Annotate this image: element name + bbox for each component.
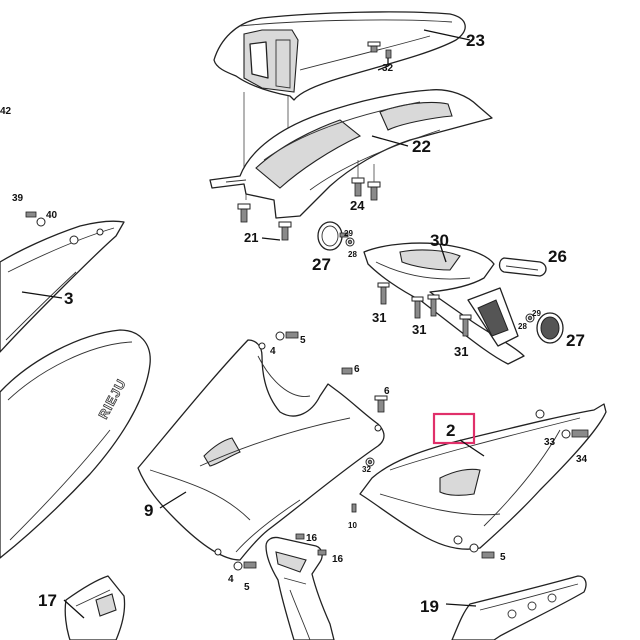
callout-32-top: 32 bbox=[382, 63, 394, 74]
callout-29-left: 29 bbox=[344, 229, 353, 238]
callout-5-lower: 5 bbox=[244, 582, 250, 593]
callout-31-c: 31 bbox=[454, 344, 468, 359]
bolt-10 bbox=[351, 503, 357, 513]
part-30-plate-holder bbox=[363, 242, 525, 365]
callout-28-left: 28 bbox=[348, 250, 357, 259]
callout-10: 10 bbox=[348, 521, 357, 530]
part-9-side-panel bbox=[137, 339, 385, 561]
seat: RIEJU bbox=[0, 329, 151, 559]
callout-5-upper: 5 bbox=[300, 335, 306, 346]
part-23-rear-fender bbox=[213, 11, 466, 101]
bolt-33-34 bbox=[561, 429, 589, 439]
part-26-light bbox=[498, 257, 547, 277]
callout-4-lower: 4 bbox=[228, 574, 234, 585]
bolt-32-side bbox=[365, 457, 375, 467]
part-27-reflector-right bbox=[525, 312, 564, 344]
callout-2-highlight-box bbox=[432, 412, 476, 445]
callout-3: 3 bbox=[64, 289, 73, 308]
callout-16-b: 16 bbox=[332, 554, 344, 565]
callout-39: 39 bbox=[12, 193, 24, 204]
part-19-guard bbox=[451, 575, 587, 640]
callout-31-b: 31 bbox=[412, 322, 426, 337]
callout-32-side: 32 bbox=[362, 465, 371, 474]
callout-26: 26 bbox=[548, 247, 567, 266]
callout-21: 21 bbox=[244, 230, 258, 245]
bolts-6 bbox=[341, 367, 388, 413]
part-16-bracket bbox=[265, 533, 335, 640]
callout-30: 30 bbox=[430, 231, 449, 250]
bolt-4-5-right bbox=[469, 543, 495, 559]
callout-22: 22 bbox=[412, 137, 431, 156]
screws-31 bbox=[377, 282, 472, 337]
bolt-4-5-upper bbox=[275, 331, 299, 341]
callout-9: 9 bbox=[144, 501, 153, 520]
part-17-panel bbox=[64, 575, 126, 640]
callout-16-a: 16 bbox=[306, 533, 318, 544]
callout-42: 42 bbox=[0, 106, 12, 117]
callout-40: 40 bbox=[46, 210, 58, 221]
callout-4-upper: 4 bbox=[270, 346, 276, 357]
bolts-24 bbox=[351, 160, 381, 201]
callout-2: 2 bbox=[446, 421, 455, 440]
callout-29-right: 29 bbox=[532, 309, 541, 318]
callout-24: 24 bbox=[350, 198, 365, 213]
bolt-39-40 bbox=[25, 211, 46, 227]
part-27-reflector-left bbox=[317, 221, 355, 251]
callout-17: 17 bbox=[38, 591, 57, 610]
callout-5-right: 5 bbox=[500, 552, 506, 563]
part-2-side-cover bbox=[359, 403, 607, 550]
callout-31-a: 31 bbox=[372, 310, 386, 325]
callout-33: 33 bbox=[544, 437, 556, 448]
callout-19: 19 bbox=[420, 597, 439, 616]
part-3-frame-cover bbox=[0, 220, 125, 353]
callout-27-right: 27 bbox=[566, 331, 585, 350]
callout-28-right: 28 bbox=[518, 322, 527, 331]
callout-27-left: 27 bbox=[312, 255, 331, 274]
callout-23: 23 bbox=[466, 31, 485, 50]
bolt-32-top bbox=[367, 41, 392, 59]
bolt-4-5-lower bbox=[233, 561, 257, 571]
callout-34: 34 bbox=[576, 454, 588, 465]
callout-6-b: 6 bbox=[384, 386, 390, 397]
bolts-21 bbox=[237, 203, 292, 241]
part-22-subframe-fender bbox=[209, 89, 493, 219]
callout-6-a: 6 bbox=[354, 364, 360, 375]
